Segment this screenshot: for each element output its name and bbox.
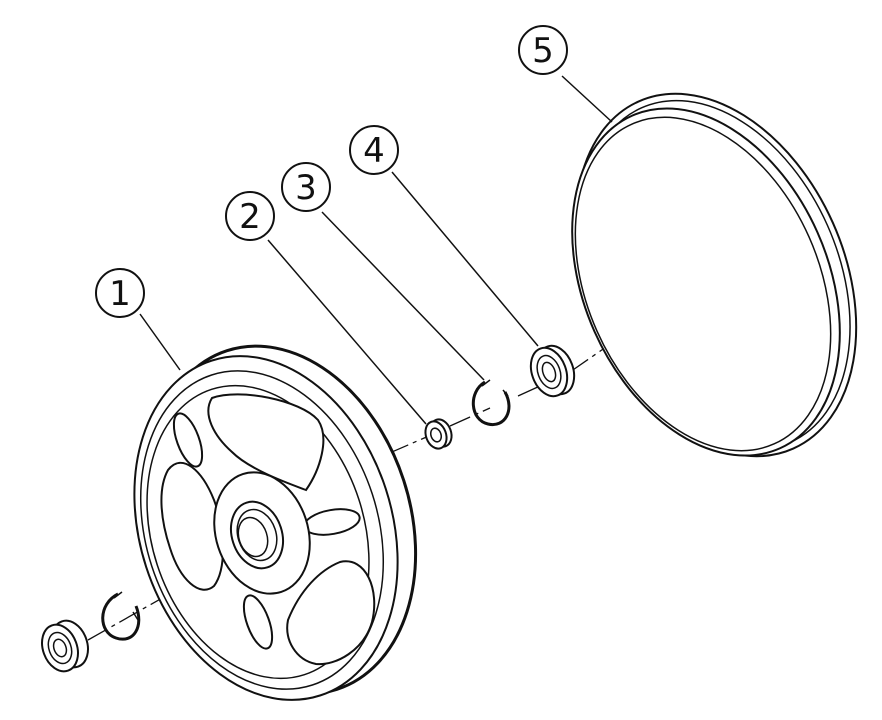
leader-line-4 [391,171,539,347]
callout-2: 2 [225,191,275,241]
leader-line-5 [561,75,613,123]
part-3-retaining-ring [471,379,511,427]
callout-3-label: 3 [295,168,317,208]
pulley-window-left [160,461,224,591]
callout-1-label: 1 [109,274,131,314]
part-5-belt-ring [571,92,858,458]
pulley-window-top [207,393,325,492]
part-2-spacer [424,418,453,450]
callout-1: 1 [95,268,145,318]
callout-4: 4 [349,125,399,175]
part-4-bearing [529,344,576,398]
bearing-lower [41,619,89,673]
callout-2-label: 2 [239,197,261,237]
part-1-pulley-wheel [133,344,418,701]
leader-line-1 [139,313,181,371]
callout-5: 5 [518,25,568,75]
callout-4-label: 4 [363,131,385,171]
pulley-window-bottom [286,560,376,666]
leader-line-2 [267,239,427,425]
callout-3: 3 [281,162,331,212]
callout-5-label: 5 [532,31,554,71]
leader-line-3 [321,211,485,381]
retaining-ring-lower [101,591,141,641]
